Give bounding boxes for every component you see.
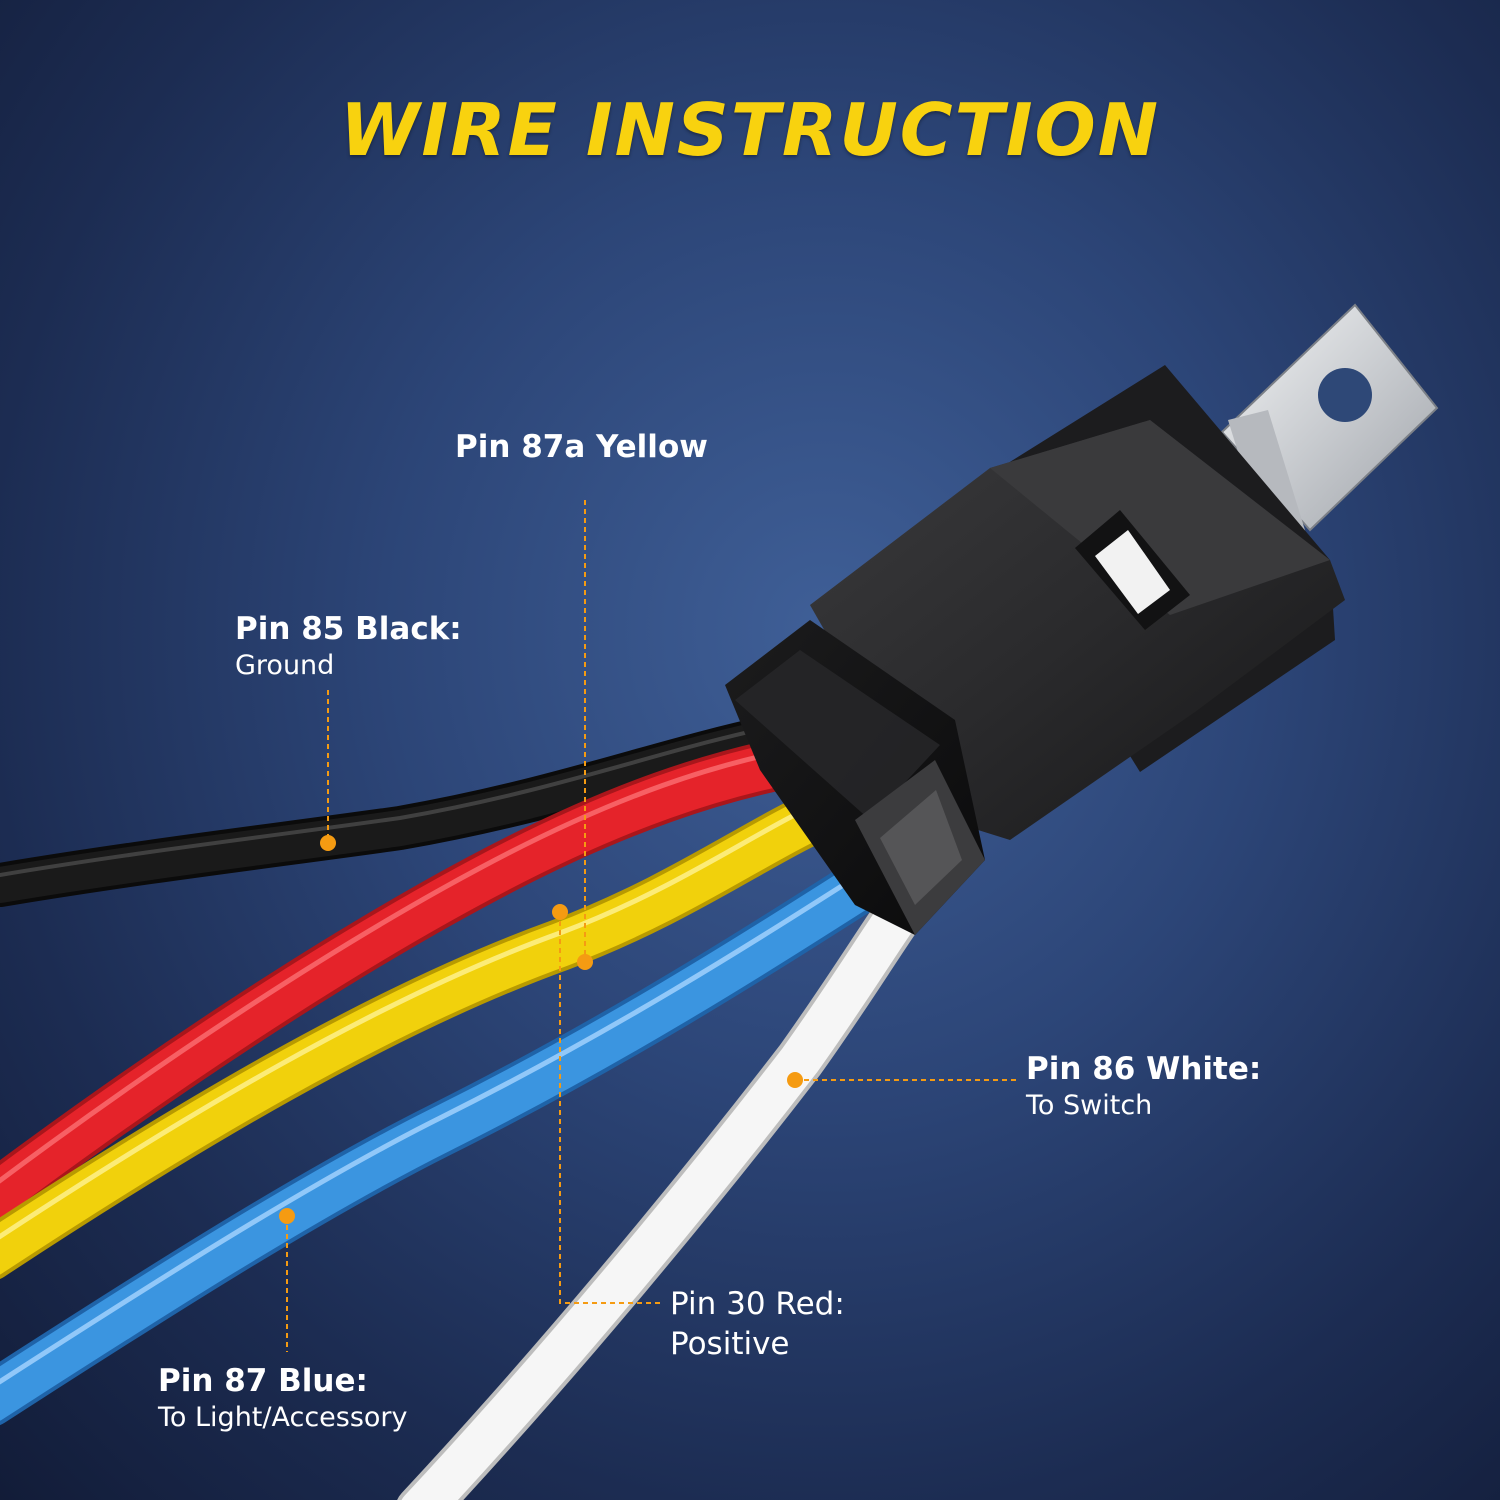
marker-pin87 bbox=[279, 1208, 295, 1224]
wire-bundle bbox=[0, 713, 930, 1500]
label-pin30: Pin 30 Red: Positive bbox=[670, 1284, 845, 1364]
label-pin87-sub: To Light/Accessory bbox=[158, 1402, 408, 1433]
label-pin85: Pin 85 Black: Ground bbox=[235, 610, 462, 684]
label-pin30-sub: Positive bbox=[670, 1326, 790, 1362]
marker-pin30 bbox=[552, 904, 568, 920]
label-pin87a: Pin 87a Yellow bbox=[455, 428, 708, 466]
page-title: WIRE INSTRUCTION bbox=[339, 88, 1161, 172]
wire-red bbox=[0, 734, 826, 1224]
marker-pin86 bbox=[787, 1072, 803, 1088]
label-pin85-head: Pin 85 Black: bbox=[235, 611, 462, 647]
wire-yellow bbox=[0, 784, 856, 1279]
wire-white bbox=[397, 880, 930, 1500]
label-pin87-head: Pin 87 Blue: bbox=[158, 1363, 368, 1399]
label-pin30-head: Pin 30 Red: bbox=[670, 1286, 845, 1322]
label-pin87: Pin 87 Blue: To Light/Accessory bbox=[158, 1362, 408, 1436]
marker-pin87a bbox=[577, 954, 593, 970]
relay-icon bbox=[725, 303, 1439, 935]
wire-black bbox=[0, 713, 802, 907]
label-pin86-head: Pin 86 White: bbox=[1026, 1051, 1262, 1087]
label-pin85-sub: Ground bbox=[235, 650, 335, 681]
callout-line-30 bbox=[559, 912, 660, 1304]
wire-blue bbox=[0, 853, 897, 1425]
label-pin86: Pin 86 White: To Switch bbox=[1026, 1050, 1261, 1124]
label-pin86-sub: To Switch bbox=[1026, 1090, 1153, 1121]
label-pin87a-head: Pin 87a Yellow bbox=[455, 429, 708, 465]
marker-pin85 bbox=[320, 835, 336, 851]
